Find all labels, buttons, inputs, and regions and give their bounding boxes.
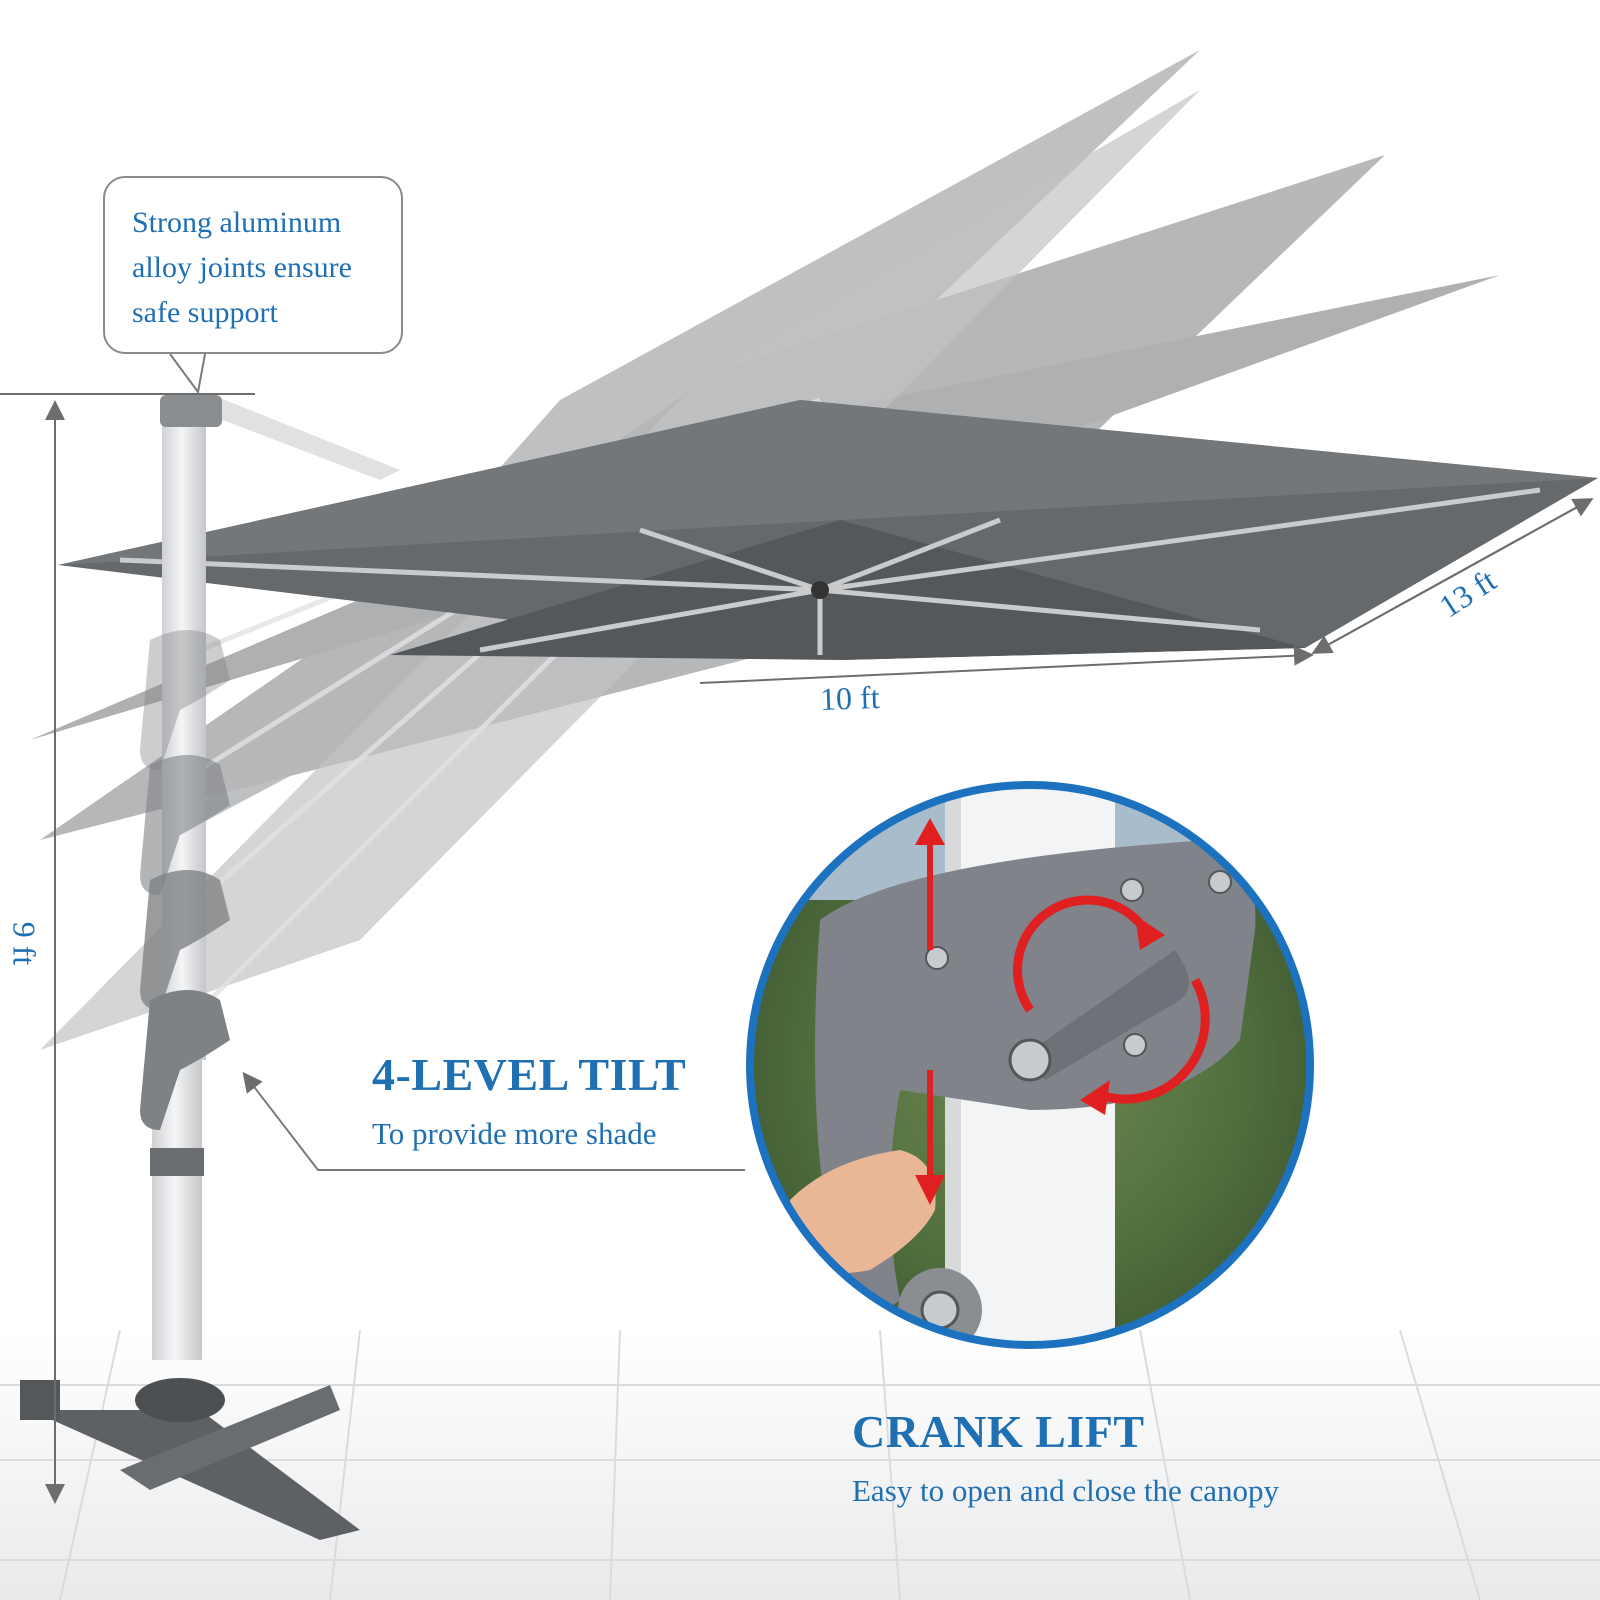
up-down-arrow-icon (915, 818, 945, 1205)
dimension-lines (0, 393, 1594, 1504)
callout-leaders (169, 353, 745, 1171)
crank-feature-subtitle: Easy to open and close the canopy (852, 1473, 1279, 1508)
joints-callout-box (103, 176, 403, 354)
rotate-arrow-icon (1012, 895, 1210, 1115)
tilt-feature-title: 4-LEVEL TILT (372, 1049, 687, 1100)
crank-feature-title: CRANK LIFT (852, 1406, 1145, 1457)
width-dimension-label: 10 ft (819, 678, 881, 718)
tilt-feature-subtitle: To provide more shade (372, 1116, 657, 1151)
joints-callout-text: Strong aluminum alloy joints ensure safe… (132, 206, 352, 329)
umbrella-pole (140, 395, 400, 1360)
height-dimension-label: 9 ft (6, 921, 43, 966)
crank-detail-circle (746, 781, 1314, 1349)
cross-base (20, 1378, 360, 1540)
main-canopy (58, 400, 1598, 660)
